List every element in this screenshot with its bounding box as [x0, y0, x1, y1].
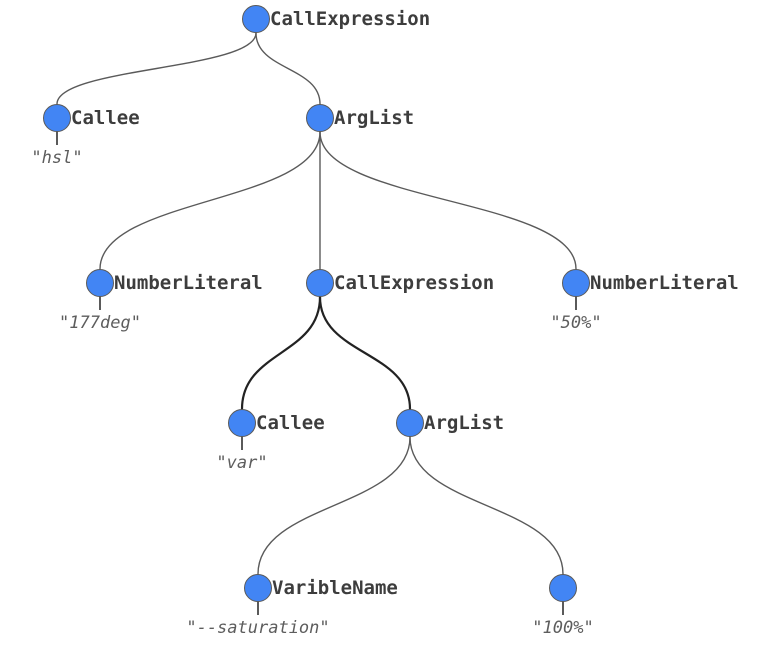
node-label: NumberLiteral	[590, 272, 739, 294]
node-value: "hsl"	[31, 148, 83, 168]
node-circle-icon[interactable]	[306, 104, 334, 132]
tree-edge	[409, 436, 564, 575]
node-label: Callee	[71, 107, 140, 129]
tree-edge	[257, 436, 411, 575]
node-label: CallExpression	[334, 272, 495, 294]
node-value-connector	[257, 601, 259, 615]
node-value: "100%"	[532, 618, 594, 638]
node-circle-icon[interactable]	[562, 269, 590, 297]
node-value-connector	[562, 601, 564, 615]
node-circle-icon[interactable]	[86, 269, 114, 297]
node-value: "50%"	[550, 313, 602, 333]
tree-edge	[99, 131, 321, 270]
node-value-connector	[99, 296, 101, 310]
node-label: VaribleName	[272, 577, 398, 599]
node-value-connector	[56, 131, 58, 145]
node-value: "var"	[216, 453, 268, 473]
node-value-connector	[241, 436, 243, 450]
node-label: ArgList	[424, 412, 505, 434]
tree-edge	[56, 32, 257, 105]
node-label: NumberLiteral	[114, 272, 263, 294]
node-circle-icon[interactable]	[549, 574, 577, 602]
node-circle-icon[interactable]	[306, 269, 334, 297]
node-circle-icon[interactable]	[228, 409, 256, 437]
node-circle-icon[interactable]	[43, 104, 71, 132]
tree-edge	[318, 295, 412, 411]
tree-edge	[240, 295, 322, 411]
node-label: ArgList	[334, 107, 415, 129]
node-value-connector	[575, 296, 577, 310]
node-circle-icon[interactable]	[242, 5, 270, 33]
node-circle-icon[interactable]	[396, 409, 424, 437]
node-label: Callee	[256, 412, 325, 434]
node-circle-icon[interactable]	[244, 574, 272, 602]
tree-edge	[319, 131, 577, 270]
node-value: "177deg"	[59, 313, 141, 333]
node-label: CallExpression	[270, 8, 431, 30]
tree-edge	[255, 32, 321, 105]
node-value: "--saturation"	[186, 618, 330, 638]
